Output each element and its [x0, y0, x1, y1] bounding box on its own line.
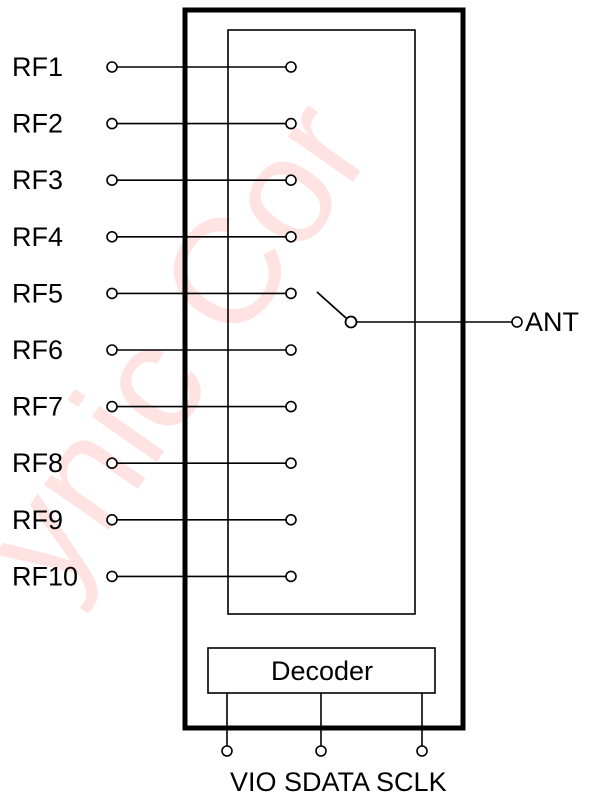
- rf-port-3: RF3: [12, 165, 297, 195]
- rf-port-terminal: [106, 61, 118, 73]
- rf-port-terminal: [106, 570, 118, 583]
- control-pin-label: VIO: [230, 767, 277, 797]
- switch-contact: [285, 287, 297, 300]
- rf-port-label: RF8: [12, 448, 63, 478]
- control-pin-terminal: [315, 745, 327, 757]
- switch-contact: [285, 570, 297, 583]
- rf-port-5: RF5: [12, 278, 297, 308]
- switch-contact: [285, 117, 297, 130]
- control-pin-label: SDATA: [277, 767, 371, 797]
- chip-outline: [182, 7, 466, 731]
- control-pin-labels: VIO SDATA SCLK: [230, 767, 447, 797]
- control-pin-terminal: [221, 745, 233, 757]
- rf-port-9: RF9: [12, 505, 297, 535]
- rf-port-label: RF1: [12, 52, 63, 82]
- antenna-terminal: [511, 316, 523, 328]
- rf-port-label: RF7: [12, 392, 63, 422]
- rf-port-10: RF10: [12, 561, 297, 591]
- rf-port-terminal: [106, 513, 118, 526]
- rf-port-terminal: [106, 231, 118, 243]
- rf-port-terminal: [106, 344, 118, 356]
- rf-port-label: RF9: [12, 505, 63, 535]
- control-pin-label: SCLK: [369, 767, 447, 797]
- control-pin-terminal: [416, 745, 428, 757]
- rf-port-terminal: [106, 117, 118, 130]
- control-pin-vio: [221, 693, 233, 757]
- rf-port-1: RF1: [12, 52, 297, 82]
- rf-port-label: RF10: [12, 561, 78, 591]
- switch-contact: [285, 174, 297, 186]
- switch-contact: [285, 513, 297, 526]
- switch-contact: [285, 457, 297, 470]
- switch-contact: [285, 344, 297, 356]
- rf-port-label: RF4: [12, 222, 63, 252]
- rf-port-terminal: [106, 457, 118, 470]
- control-pin-sdata: [315, 693, 327, 757]
- switch-contact: [285, 231, 297, 243]
- antenna-label: ANT: [525, 307, 579, 337]
- switch-contact: [285, 400, 297, 413]
- rf-port-label: RF2: [12, 109, 63, 139]
- rf-port-4: RF4: [12, 222, 297, 252]
- rf-port-label: RF3: [12, 165, 63, 195]
- switch-arm: [316, 291, 347, 319]
- rf-port-terminal: [106, 174, 118, 186]
- rf-port-8: RF8: [12, 448, 297, 478]
- decoder-label: Decoder: [271, 656, 373, 686]
- rf-port-label: RF5: [12, 278, 63, 308]
- control-pins: VIO SDATA SCLK: [221, 693, 447, 797]
- control-pin-sclk: [416, 693, 428, 757]
- rf-port-label: RF6: [12, 335, 63, 365]
- switch-contact: [285, 61, 297, 73]
- rf-port-terminal: [106, 287, 118, 300]
- rf-port-2: RF2: [12, 109, 297, 139]
- rf-port-terminal: [106, 400, 118, 413]
- rf-port-7: RF7: [12, 392, 297, 422]
- rf-port-6: RF6: [12, 335, 297, 365]
- switch-pivot-terminal: [344, 315, 358, 329]
